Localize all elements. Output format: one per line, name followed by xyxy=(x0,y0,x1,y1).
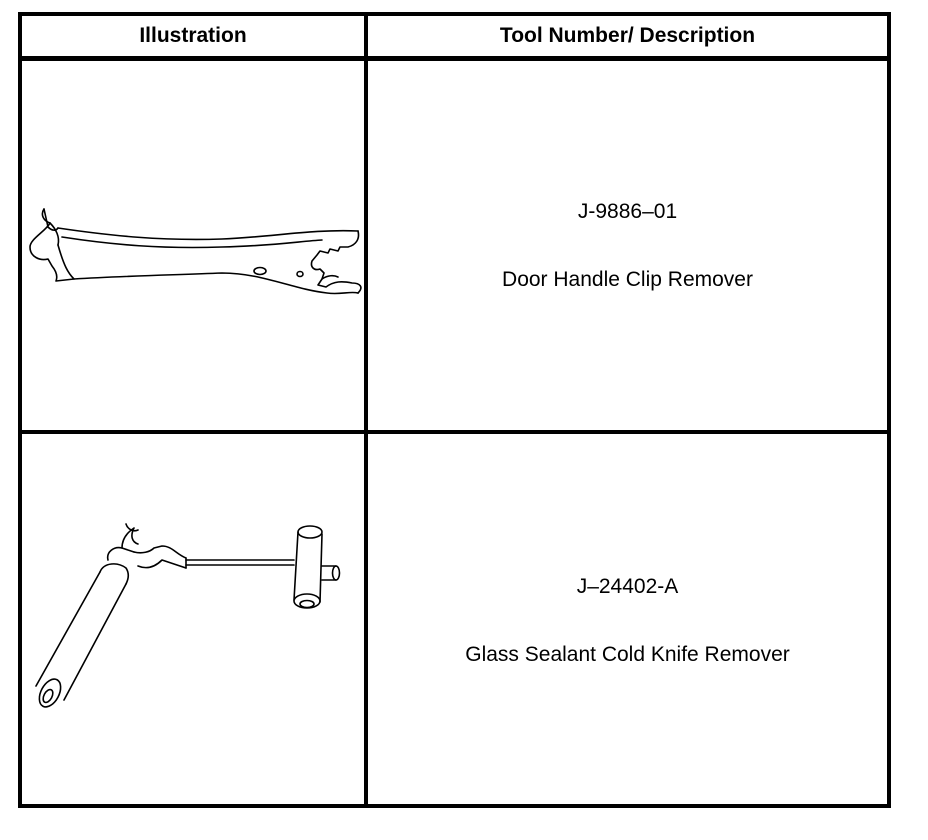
illustration-cell xyxy=(22,434,364,808)
tool-number: J-9886–01 xyxy=(577,199,678,223)
tool-number: J–24402-A xyxy=(576,575,679,598)
cold-knife-remover-icon xyxy=(35,523,341,708)
tool-description: Door Handle Clip Remover xyxy=(502,267,753,291)
row-divider xyxy=(22,430,887,434)
header-tool-description: Tool Number/ Description xyxy=(499,24,756,47)
column-divider xyxy=(364,16,368,804)
illustration-cell xyxy=(22,61,364,430)
description-cell: J-9886–01 Door Handle Clip Remover xyxy=(368,61,887,430)
description-cell: J–24402-A Glass Sealant Cold Knife Remov… xyxy=(368,434,887,808)
header-divider xyxy=(22,56,887,61)
tool-table: Illustration Tool Number/ Description J-… xyxy=(18,12,891,808)
header-illustration: Illustration xyxy=(139,24,247,47)
door-handle-clip-remover-icon xyxy=(29,208,362,295)
tool-description: Glass Sealant Cold Knife Remover xyxy=(465,643,790,666)
